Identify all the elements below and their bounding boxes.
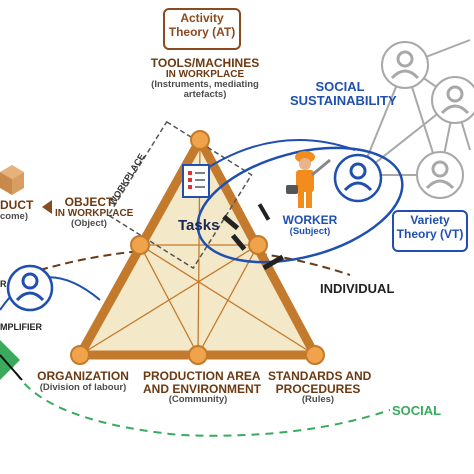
worker-figure-icon (286, 151, 331, 208)
network-person-icons (390, 50, 470, 190)
tools-sub2: artefacts) (183, 89, 227, 101)
production-area-sub: (Community) (168, 394, 228, 406)
tools-label: TOOLS/MACHINES IN WORKPLACE (Instruments… (145, 57, 265, 100)
amplifier-shape (0, 340, 23, 381)
variety-theory-line2: Theory (VT) (396, 226, 464, 241)
production-area-line1: PRODUCTION AREA (143, 369, 261, 383)
product-line1: DUCT (0, 198, 34, 212)
production-area-line2: AND ENVIRONMENT (143, 381, 262, 396)
product-label: DUCT come) (0, 199, 33, 222)
worker-line1: WORKER (282, 213, 338, 227)
tools-sub1: (Instruments, mediating (151, 79, 259, 91)
object-label: OBJECT IN WORKPLACE (Object) (55, 195, 134, 230)
social-sustainability-line1: SOCIAL (315, 79, 365, 94)
worker-person-icon (333, 153, 383, 203)
organization-sub: (Division of labour) (39, 381, 127, 393)
object-to-product-arrow (42, 200, 52, 214)
organization-label: ORGANIZATION (Division of labour) (28, 370, 138, 393)
standards-sub: (Rules) (301, 394, 335, 406)
worker-label: WORKER (Subject) (275, 214, 345, 237)
object-sub: (Object) (71, 218, 107, 230)
social-label: SOCIAL (392, 403, 442, 418)
tools-line2: IN WORKPLACE (165, 68, 245, 80)
standards-label: STANDARDS AND PROCEDURES (Rules) (268, 369, 372, 406)
product-sub: come) (0, 210, 28, 222)
workplace-frame (107, 120, 253, 270)
activity-theory-box: Activity Theory (AT) (163, 8, 241, 50)
individual-label: INDIVIDUAL (320, 281, 395, 296)
worker-sub: (Subject) (289, 225, 331, 237)
variety-theory-line1: Variety (410, 213, 450, 227)
standards-line2: PROCEDURES (275, 381, 361, 396)
activity-theory-line2: Theory (AT) (168, 24, 236, 39)
checklist-icon (182, 164, 210, 198)
object-line2: IN WORKPLACE (55, 207, 134, 219)
amplifier-label: MPLIFIER (0, 322, 42, 332)
amplifier-top-letter: R (0, 279, 7, 289)
activity-theory-line1: Activity (180, 11, 224, 25)
standards-line1: STANDARDS AND (268, 369, 372, 383)
product-box-icon (0, 165, 24, 195)
tools-line1: TOOLS/MACHINES (150, 56, 260, 70)
triangle-nodes (70, 130, 325, 365)
worker-ellipse (196, 146, 404, 264)
social-arc (9, 359, 391, 437)
social-sustainability-line2: SUSTAINABILITY (290, 92, 397, 108)
tasks-label: Tasks (178, 217, 220, 234)
variety-theory-box: Variety Theory (VT) (392, 210, 468, 252)
tool-icons (222, 203, 285, 271)
production-area-label: PRODUCTION AREA AND ENVIRONMENT (Communi… (143, 369, 262, 406)
social-sustainability-label: SOCIAL SUSTAINABILITY (290, 79, 397, 108)
organization-line1: ORGANIZATION (37, 369, 129, 383)
amplifier-person-icon (6, 264, 54, 312)
object-line1: OBJECT (64, 195, 114, 209)
